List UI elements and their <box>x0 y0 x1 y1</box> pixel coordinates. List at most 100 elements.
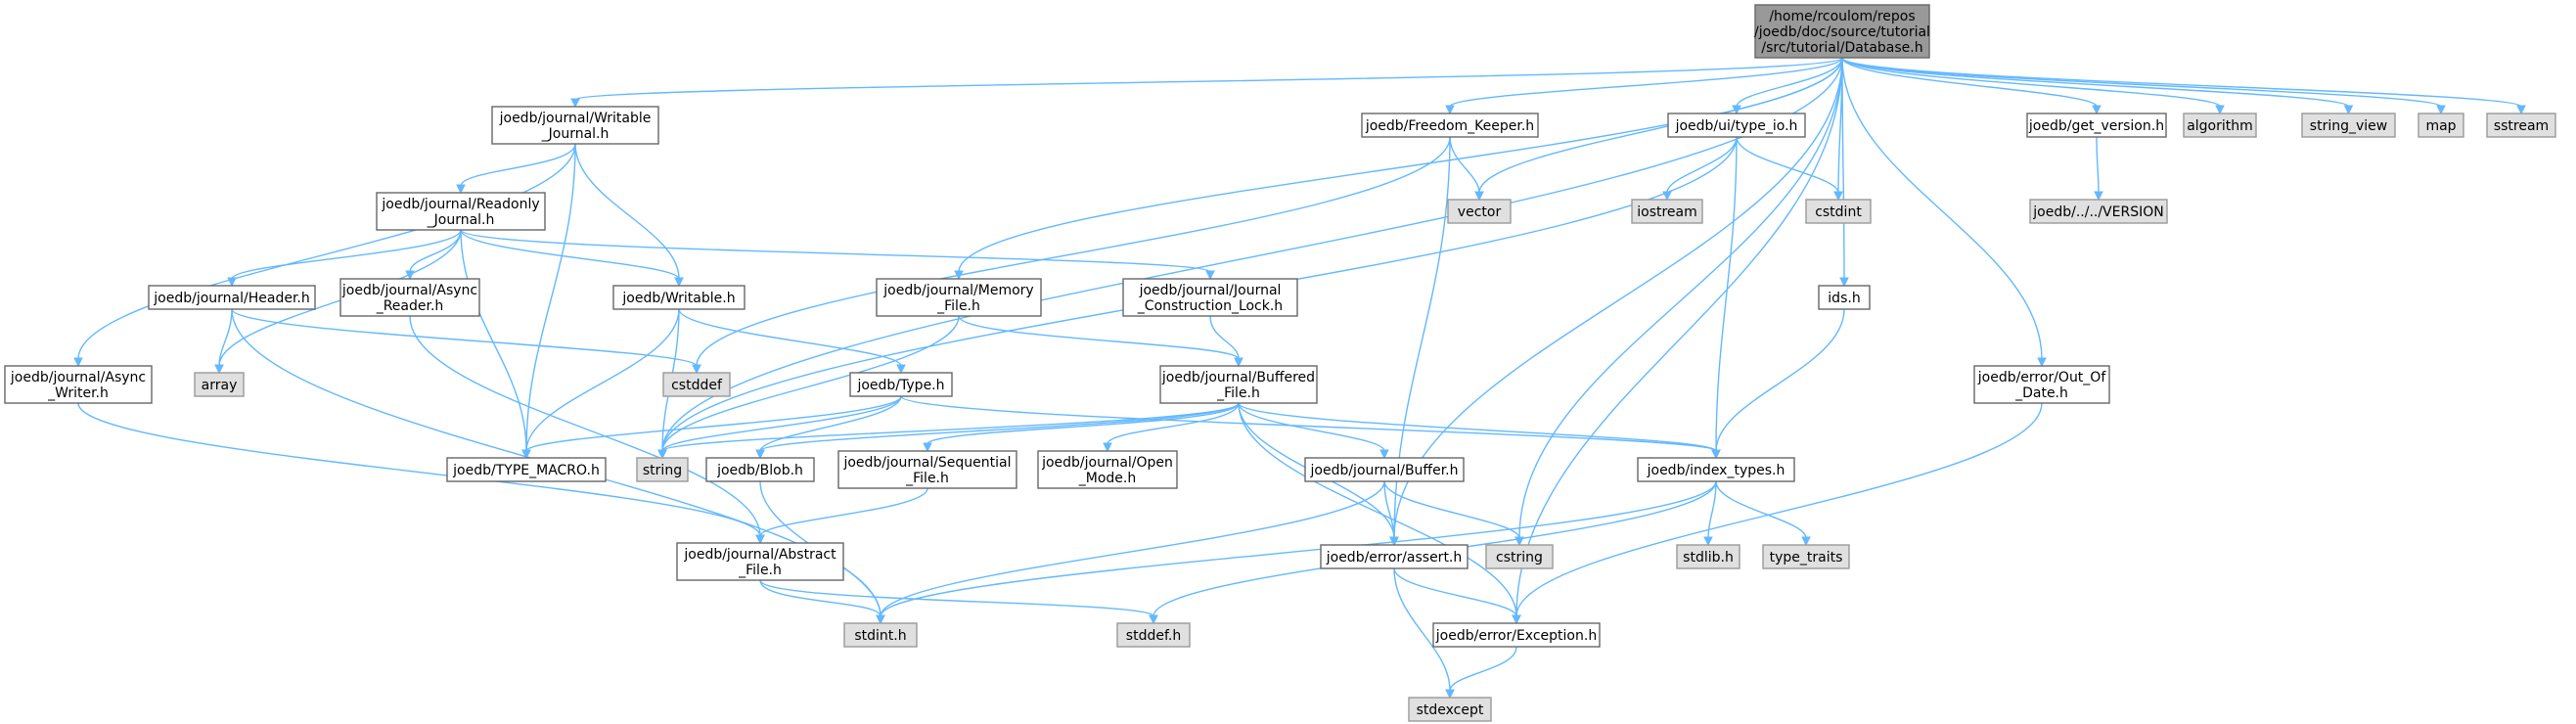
arrowhead <box>755 534 765 545</box>
node-box <box>1676 544 1740 569</box>
node-label: joedb/journal/Open <box>1041 455 1173 471</box>
node-version_file: joedb/../../VERSION <box>2029 199 2168 224</box>
node-cstdint: cstdint <box>1805 199 1872 224</box>
node-map: map <box>2418 113 2464 138</box>
node-label: joedb/Writable.h <box>621 291 735 306</box>
edge-error_assert-to-exception <box>1393 567 1521 625</box>
arrowhead <box>1703 536 1713 547</box>
node-label: joedb/error/assert.h <box>1326 550 1463 566</box>
node-box <box>376 192 546 231</box>
node-box <box>2029 199 2168 224</box>
arrowhead <box>923 442 932 453</box>
node-index_types[interactable]: joedb/index_types.h <box>1637 457 1795 482</box>
node-writable_journal[interactable]: joedb/journal/Writable_Journal.h <box>491 106 659 145</box>
node-label: _Date.h <box>2014 385 2068 401</box>
node-memory_file[interactable]: joedb/journal/Memory_File.h <box>876 278 1042 317</box>
arrowhead <box>456 184 466 195</box>
node-box <box>148 285 316 310</box>
node-label: joedb/index_types.h <box>1647 463 1785 478</box>
node-label: joedb/journal/Buffer.h <box>1310 463 1459 478</box>
node-box <box>1762 544 1850 569</box>
node-out_of_date[interactable]: joedb/error/Out_Of_Date.h <box>1973 365 2110 404</box>
node-readonly_journal[interactable]: joedb/journal/Readonly_Journal.h <box>376 192 546 231</box>
edge-buffered_file-to-sequential_file <box>923 402 1240 453</box>
node-box <box>705 457 815 482</box>
node-vector: vector <box>1447 199 1512 224</box>
edge-abstract_file-to-stddef <box>759 579 1158 625</box>
node-algorithm: algorithm <box>2183 113 2257 138</box>
node-box <box>662 372 731 397</box>
edge-type_h-to-type_macro <box>521 395 902 460</box>
node-label: algorithm <box>2187 118 2253 134</box>
node-async_reader[interactable]: joedb/journal/Async_Reader.h <box>339 278 480 317</box>
edge-writable-to-type_h <box>678 308 906 375</box>
arrowhead <box>1801 536 1811 547</box>
node-open_mode[interactable]: joedb/journal/Open_Mode.h <box>1037 450 1178 489</box>
node-error_assert[interactable]: joedb/error/assert.h <box>1320 544 1469 569</box>
edge-type_io-to-index_types <box>1711 136 1738 460</box>
edge-buffer-to-stdint <box>876 480 1385 625</box>
arrowhead <box>2094 191 2103 202</box>
arrowhead <box>755 449 765 460</box>
node-label: type_traits <box>1770 550 1843 566</box>
edge-index_types-to-stdint <box>876 480 1717 625</box>
node-label: joedb/journal/Async <box>341 283 477 298</box>
node-freedom_keeper[interactable]: joedb/Freedom_Keeper.h <box>1361 113 1539 138</box>
node-label: joedb/get_version.h <box>2028 118 2164 134</box>
edge-root-to-out_of_date <box>1841 57 2047 368</box>
node-box <box>1485 544 1554 569</box>
arrowhead <box>657 449 667 460</box>
node-stdint: stdint.h <box>843 622 918 648</box>
edge-buffered_file-to-blob <box>755 402 1240 460</box>
node-type_h[interactable]: joedb/Type.h <box>849 372 953 397</box>
node-type_traits: type_traits <box>1762 544 1850 569</box>
edge-freedom_keeper-to-vector <box>1449 136 1484 202</box>
node-stdexcept: stdexcept <box>1408 697 1492 722</box>
arrowhead <box>2516 105 2526 115</box>
edge-readonly_journal-to-writable <box>460 229 684 288</box>
node-get_version[interactable]: joedb/get_version.h <box>2026 113 2167 138</box>
node-sequential_file[interactable]: joedb/journal/Sequential_File.h <box>837 450 1017 489</box>
node-buffered_file[interactable]: joedb/journal/Buffered_File.h <box>1159 365 1318 404</box>
node-ids[interactable]: ids.h <box>1818 285 1871 310</box>
node-label: sstream <box>2494 118 2549 134</box>
edge-root-to-ids <box>1839 57 1849 288</box>
edge-writable-to-type_macro <box>521 308 680 460</box>
arrowhead <box>1474 191 1484 202</box>
node-label: joedb/journal/Sequential <box>842 455 1011 471</box>
node-box <box>1805 199 1872 224</box>
node-box <box>843 622 918 648</box>
edge-type_io-to-cstdint <box>1736 136 1843 202</box>
edge-ids-to-index_types <box>1711 308 1845 460</box>
node-label: _Mode.h <box>1078 471 1136 486</box>
node-buffer[interactable]: joedb/journal/Buffer.h <box>1304 457 1465 482</box>
node-box <box>1122 278 1298 317</box>
edge-root-to-sstream <box>1841 57 2526 115</box>
node-label: joedb/ui/type_io.h <box>1675 118 1798 134</box>
node-label: joedb/error/Out_Of <box>1977 370 2107 385</box>
node-label: joedb/error/Exception.h <box>1435 628 1597 644</box>
node-box <box>4 365 153 404</box>
node-exception[interactable]: joedb/error/Exception.h <box>1432 622 1601 648</box>
node-stddef: stddef.h <box>1116 622 1191 648</box>
edge-exception-to-stdexcept <box>1445 646 1517 700</box>
edge-root-to-string_view <box>1841 57 2354 115</box>
node-box <box>2486 113 2556 138</box>
node-box <box>446 457 607 482</box>
edge-sequential_file-to-abstract_file <box>755 487 928 545</box>
node-label: joedb/Freedom_Keeper.h <box>1365 118 1534 134</box>
arrowhead <box>2037 357 2047 368</box>
node-journal_construction_lock[interactable]: joedb/journal/Journal_Construction_Lock.… <box>1122 278 1298 317</box>
node-label: map <box>2425 118 2456 134</box>
node-type_io[interactable]: joedb/ui/type_io.h <box>1667 113 1806 138</box>
node-writable[interactable]: joedb/Writable.h <box>612 285 746 310</box>
node-async_writer[interactable]: joedb/journal/Async_Writer.h <box>4 365 153 404</box>
node-type_macro[interactable]: joedb/TYPE_MACRO.h <box>446 457 607 482</box>
node-header[interactable]: joedb/journal/Header.h <box>148 285 316 310</box>
node-abstract_file[interactable]: joedb/journal/Abstract_File.h <box>676 542 844 581</box>
node-label: string_view <box>2310 118 2387 134</box>
node-label: _Journal.h <box>541 126 610 142</box>
node-blob[interactable]: joedb/Blob.h <box>705 457 815 482</box>
node-box <box>612 285 746 310</box>
node-stdlib: stdlib.h <box>1676 544 1740 569</box>
